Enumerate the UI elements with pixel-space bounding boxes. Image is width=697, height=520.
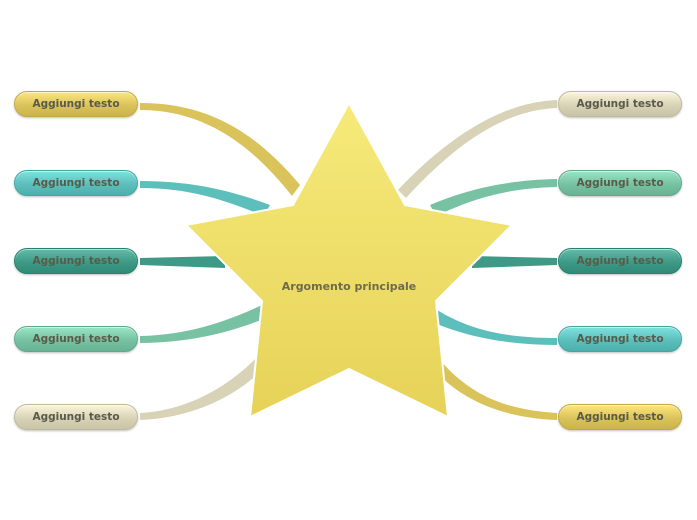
left-topic-1[interactable]: Aggiungi testo bbox=[14, 91, 138, 117]
left-topic-3[interactable]: Aggiungi testo bbox=[14, 248, 138, 274]
central-topic-label[interactable]: Argomento principale bbox=[281, 280, 417, 293]
right-topic-3[interactable]: Aggiungi testo bbox=[558, 248, 682, 274]
topic-label: Aggiungi testo bbox=[576, 177, 664, 189]
topic-label: Aggiungi testo bbox=[576, 411, 664, 423]
connector-right-3 bbox=[472, 256, 557, 268]
connector-right-1 bbox=[398, 100, 557, 198]
right-topic-4[interactable]: Aggiungi testo bbox=[558, 326, 682, 352]
topic-label: Aggiungi testo bbox=[32, 333, 120, 345]
topic-label: Aggiungi testo bbox=[32, 411, 120, 423]
topic-label: Aggiungi testo bbox=[576, 333, 664, 345]
connector-left-3 bbox=[140, 256, 225, 268]
connector-left-2 bbox=[140, 181, 270, 216]
right-topic-1[interactable]: Aggiungi testo bbox=[558, 91, 682, 117]
connector-right-2 bbox=[430, 179, 557, 216]
topic-label: Aggiungi testo bbox=[32, 177, 120, 189]
connector-left-1 bbox=[140, 103, 300, 196]
connector-right-5 bbox=[436, 360, 557, 420]
topic-label: Aggiungi testo bbox=[32, 255, 120, 267]
topic-label: Aggiungi testo bbox=[32, 98, 120, 110]
left-topic-2[interactable]: Aggiungi testo bbox=[14, 170, 138, 196]
connector-left-4 bbox=[140, 305, 266, 343]
left-topic-4[interactable]: Aggiungi testo bbox=[14, 326, 138, 352]
right-topic-2[interactable]: Aggiungi testo bbox=[558, 170, 682, 196]
connector-left-5 bbox=[140, 356, 262, 420]
left-topic-5[interactable]: Aggiungi testo bbox=[14, 404, 138, 430]
connector-right-4 bbox=[432, 310, 557, 345]
central-star-shape[interactable] bbox=[185, 102, 513, 418]
topic-label: Aggiungi testo bbox=[576, 255, 664, 267]
right-topic-5[interactable]: Aggiungi testo bbox=[558, 404, 682, 430]
topic-label: Aggiungi testo bbox=[576, 98, 664, 110]
